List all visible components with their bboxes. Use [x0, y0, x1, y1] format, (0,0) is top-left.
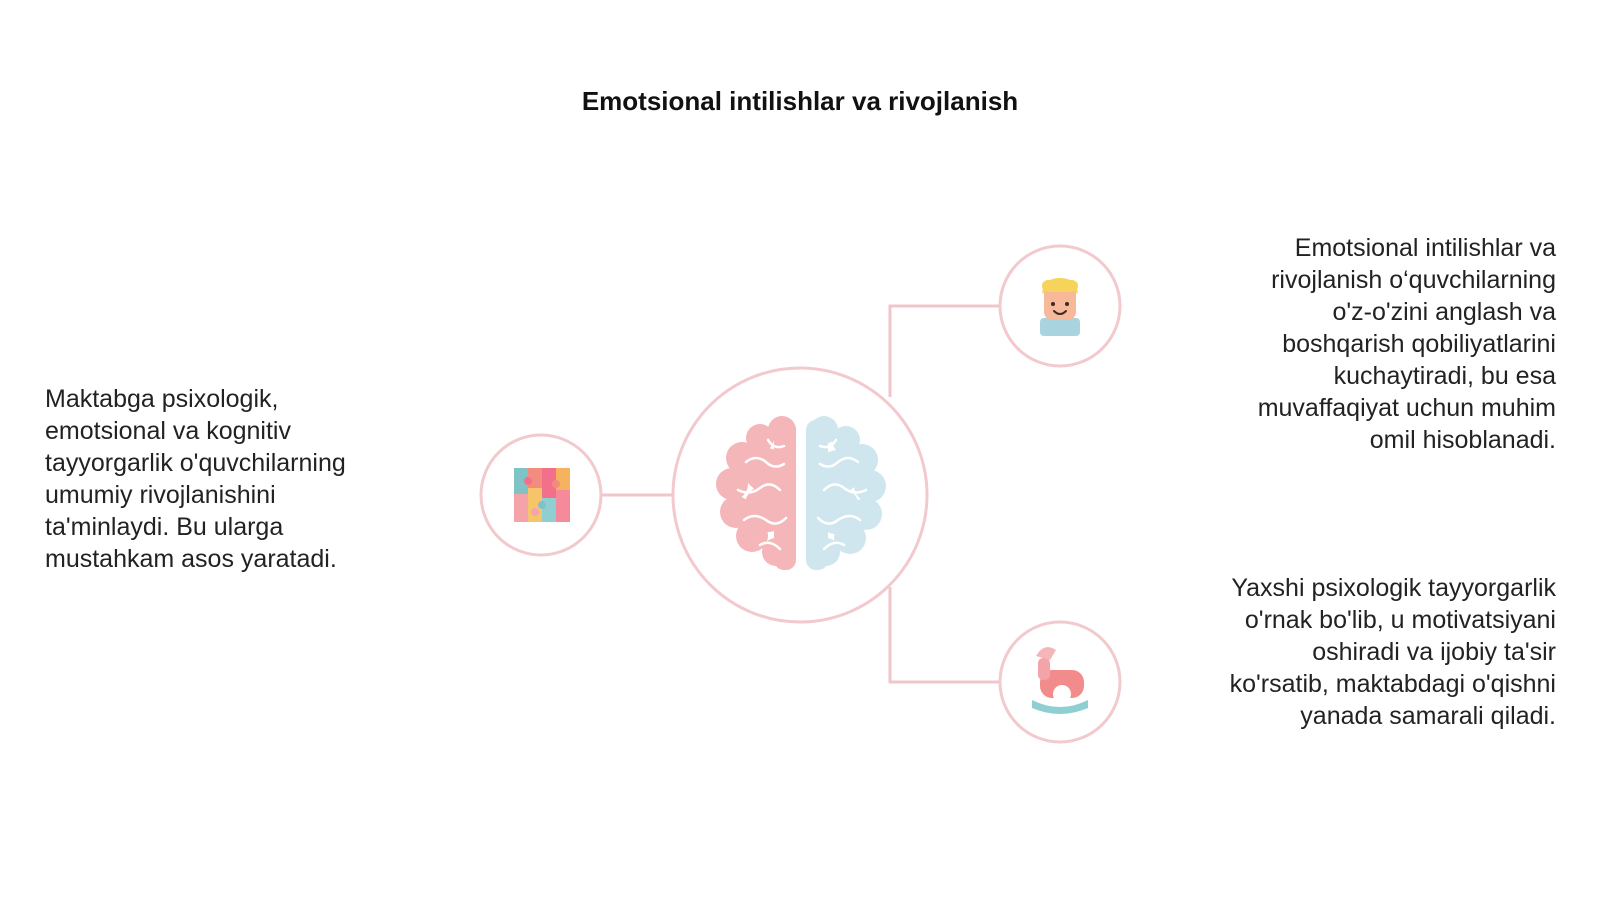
- top-right-line: muvaffaqiyat uchun muhim: [1257, 394, 1556, 422]
- left-line: mustahkam asos yaratadi.: [45, 545, 337, 573]
- bottom-right-line: Yaxshi psixologik tayyorgarlik: [1231, 574, 1556, 602]
- left-node: [479, 433, 603, 557]
- left-line: tayyorgarlik o'quvchilarning: [45, 449, 346, 477]
- top-right-line: rivojlanish o‘quvchilarning: [1271, 266, 1556, 294]
- left-line: umumiy rivojlanishini: [45, 481, 276, 509]
- child-face-icon: [1040, 278, 1080, 336]
- rocking-horse-icon: [1032, 647, 1088, 714]
- top-right-line: kuchaytiradi, bu esa: [1333, 362, 1556, 390]
- left-description: Maktabga psixologik, emotsional va kogni…: [45, 383, 425, 575]
- brain-icon: [716, 416, 886, 572]
- top-right-line: boshqarish qobiliyatlarini: [1282, 330, 1556, 358]
- bottom-right-line: yanada samarali qiladi.: [1300, 702, 1556, 730]
- top-right-node: [998, 244, 1122, 368]
- connectors: [602, 304, 1000, 684]
- bottom-right-node: [998, 620, 1122, 744]
- center-node: [671, 366, 929, 624]
- bottom-right-line: ko'rsatib, maktabdagi o'qishni: [1229, 670, 1556, 698]
- connector-top-right: [888, 304, 1000, 397]
- top-right-line: omil hisoblanadi.: [1369, 426, 1556, 454]
- top-right-description: Emotsional intilishlar va rivojlanish o‘…: [1156, 232, 1556, 456]
- left-line: ta'minlaydi. Bu ularga: [45, 513, 284, 541]
- top-right-line: o'z-o'zini anglash va: [1332, 298, 1556, 326]
- page-title: Emotsional intilishlar va rivojlanish: [581, 86, 1019, 116]
- puzzle-icon: [514, 468, 570, 522]
- bottom-right-line: o'rnak bo'lib, u motivatsiyani: [1244, 606, 1556, 634]
- left-line: emotsional va kognitiv: [45, 417, 291, 445]
- connector-bottom-right: [888, 587, 1000, 684]
- bottom-right-line: oshiradi va ijobiy ta'sir: [1312, 638, 1556, 666]
- top-right-line: Emotsional intilishlar va: [1294, 234, 1556, 262]
- left-line: Maktabga psixologik,: [45, 385, 279, 413]
- bottom-right-description: Yaxshi psixologik tayyorgarlik o'rnak bo…: [1136, 572, 1556, 732]
